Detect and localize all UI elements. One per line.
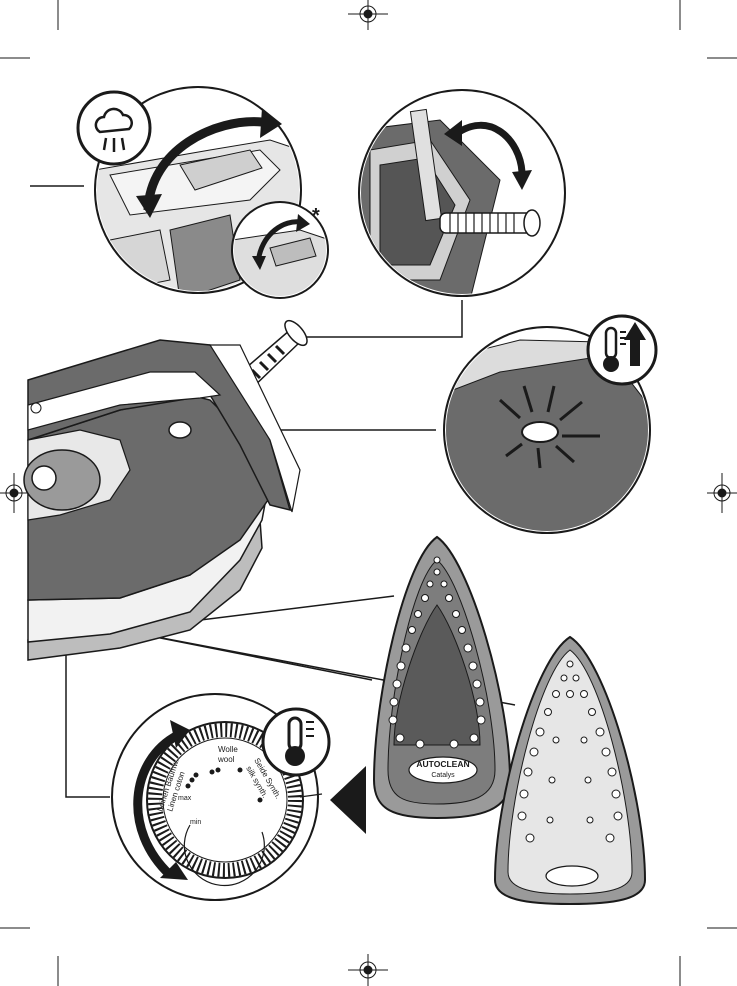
cord-sleeve (439, 212, 533, 234)
steam-control-inset (231, 201, 329, 299)
dial-label-min: min (190, 819, 201, 826)
thermometer-up-icon (586, 314, 658, 386)
steam-icon (76, 90, 152, 166)
registration-mark-icon (348, 954, 388, 986)
soleplate-standard (493, 635, 647, 906)
steam-control-detail: * (76, 86, 329, 299)
thermometer-icon (261, 707, 331, 777)
registration-mark-icon (348, 0, 388, 30)
thermostat-light-detail (443, 314, 658, 534)
soleplate-brand: AUTOCLEAN (416, 759, 469, 769)
indicator-light-icon (498, 385, 600, 469)
soleplate-autoclean: AUTOCLEAN Catalys (372, 535, 512, 820)
cord-swivel-detail (358, 89, 566, 297)
iron-body (23, 319, 308, 661)
arrow-head-icon (136, 194, 162, 218)
registration-mark-icon (0, 473, 30, 513)
dial-label-max: max (178, 795, 192, 802)
asterisk-mark: * (312, 205, 320, 227)
dial-label-wool-de: Wolle (218, 745, 238, 754)
registration-mark-icon (707, 473, 737, 513)
triangle-pointer-icon (330, 766, 366, 834)
dial-label-wool-en: wool (217, 755, 235, 764)
temperature-dial-detail: Wolle wool Leinen Baumw. Linen coton Sei… (111, 693, 366, 901)
arrow-head-icon (260, 108, 282, 138)
soleplate-subbrand: Catalys (431, 772, 455, 779)
